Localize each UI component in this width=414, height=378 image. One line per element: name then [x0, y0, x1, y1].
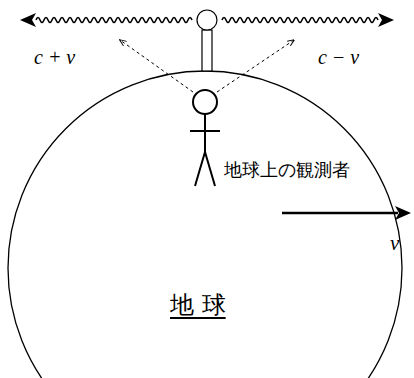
dashed-ray-left: [120, 40, 193, 92]
observer-arms: [190, 130, 220, 132]
velocity-arrow: [282, 212, 398, 215]
observer-label: 地球上の観測者: [224, 160, 350, 180]
tower-post: [202, 30, 212, 71]
observer-body: [204, 114, 206, 152]
velocity-symbol: v: [390, 232, 399, 255]
velocity-label: c − v: [318, 46, 359, 68]
light-wave-left: [36, 18, 192, 23]
earth-circle: [8, 71, 402, 378]
light-wave-right: [222, 18, 378, 23]
light-source: [197, 10, 217, 30]
velocity-arrowhead: [395, 206, 411, 220]
observer-leg: [195, 152, 205, 186]
wave-arrowhead-right: [378, 13, 394, 27]
dashed-ray-right: [217, 40, 294, 92]
earth-label: 地 球: [170, 292, 226, 318]
observer-leg: [205, 152, 215, 186]
observer-head: [193, 90, 217, 114]
velocity-label: c + v: [34, 46, 75, 68]
wave-arrowhead-left: [20, 13, 36, 27]
